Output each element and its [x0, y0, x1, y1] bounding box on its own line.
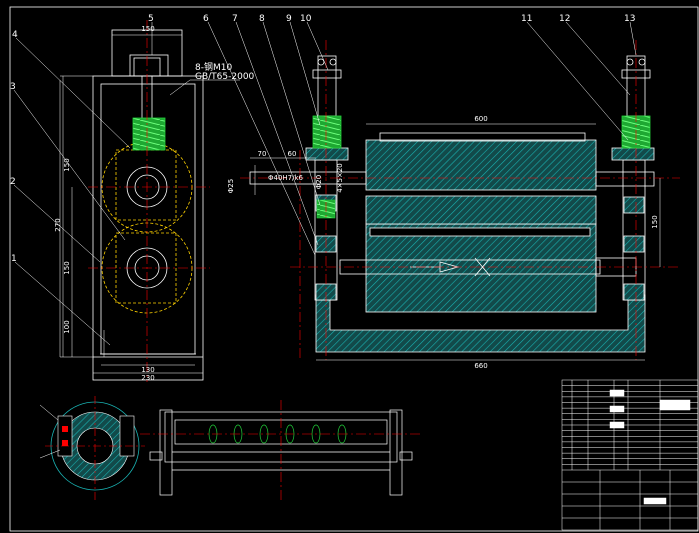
dim-bottom-inner: 130: [141, 366, 154, 374]
dim-shaft-end: 60: [288, 150, 297, 158]
dim-h-lower: 150: [63, 261, 71, 274]
dim-total-length: 660: [474, 362, 487, 370]
drawing-frame: [9, 6, 699, 532]
front-centerlines: [240, 40, 680, 360]
dim-h-upper: 270: [54, 218, 62, 231]
part-label-10: 10: [300, 14, 312, 24]
part-label-4: 4: [12, 30, 18, 40]
side-dimensions: [60, 34, 203, 374]
side-spring: [132, 117, 166, 151]
spring-callout: 8-钢M10: [195, 61, 232, 73]
dim-top-width: 150: [141, 25, 154, 33]
part-label-11: 11: [521, 14, 532, 24]
dim-h-base: 100: [63, 320, 71, 333]
front-view: [249, 55, 655, 353]
spring-standard: GB/T65-2000: [195, 72, 255, 82]
front-spring-left: [312, 115, 342, 149]
dim-shaft-len: 70: [258, 150, 267, 158]
dim-key: 4×5×20: [336, 163, 344, 193]
dim-shaft-dia-a: Φ25: [227, 179, 235, 193]
detail-frame-view: [140, 400, 420, 500]
dim-roll-length: 600: [474, 115, 487, 123]
part-label-2: 2: [10, 177, 16, 187]
dim-fit: Φ40H7/k6: [268, 174, 304, 182]
part-label-5: 5: [148, 14, 154, 24]
spring-callout-arrow: [169, 79, 191, 96]
leader-lines: [13, 21, 637, 346]
dim-bottom-outer: 230: [141, 374, 154, 382]
front-dimensions: [250, 123, 661, 361]
side-ground-lines: [59, 80, 105, 357]
part-label-3: 3: [10, 82, 16, 92]
part-label-12: 12: [559, 14, 570, 24]
part-label-7: 7: [232, 14, 238, 24]
part-label-8: 8: [259, 14, 265, 24]
side-centerlines: [88, 20, 210, 382]
part-label-9: 9: [286, 14, 292, 24]
dim-h-mid: 150: [63, 158, 71, 171]
dim-gap: 150: [651, 215, 659, 228]
detail-section-view: [39, 396, 145, 500]
dim-shaft-dia-b: Φ20: [315, 175, 323, 189]
part-label-6: 6: [203, 14, 209, 24]
part-label-1: 1: [11, 254, 17, 264]
title-block: [561, 379, 699, 531]
part-label-13: 13: [624, 14, 635, 24]
